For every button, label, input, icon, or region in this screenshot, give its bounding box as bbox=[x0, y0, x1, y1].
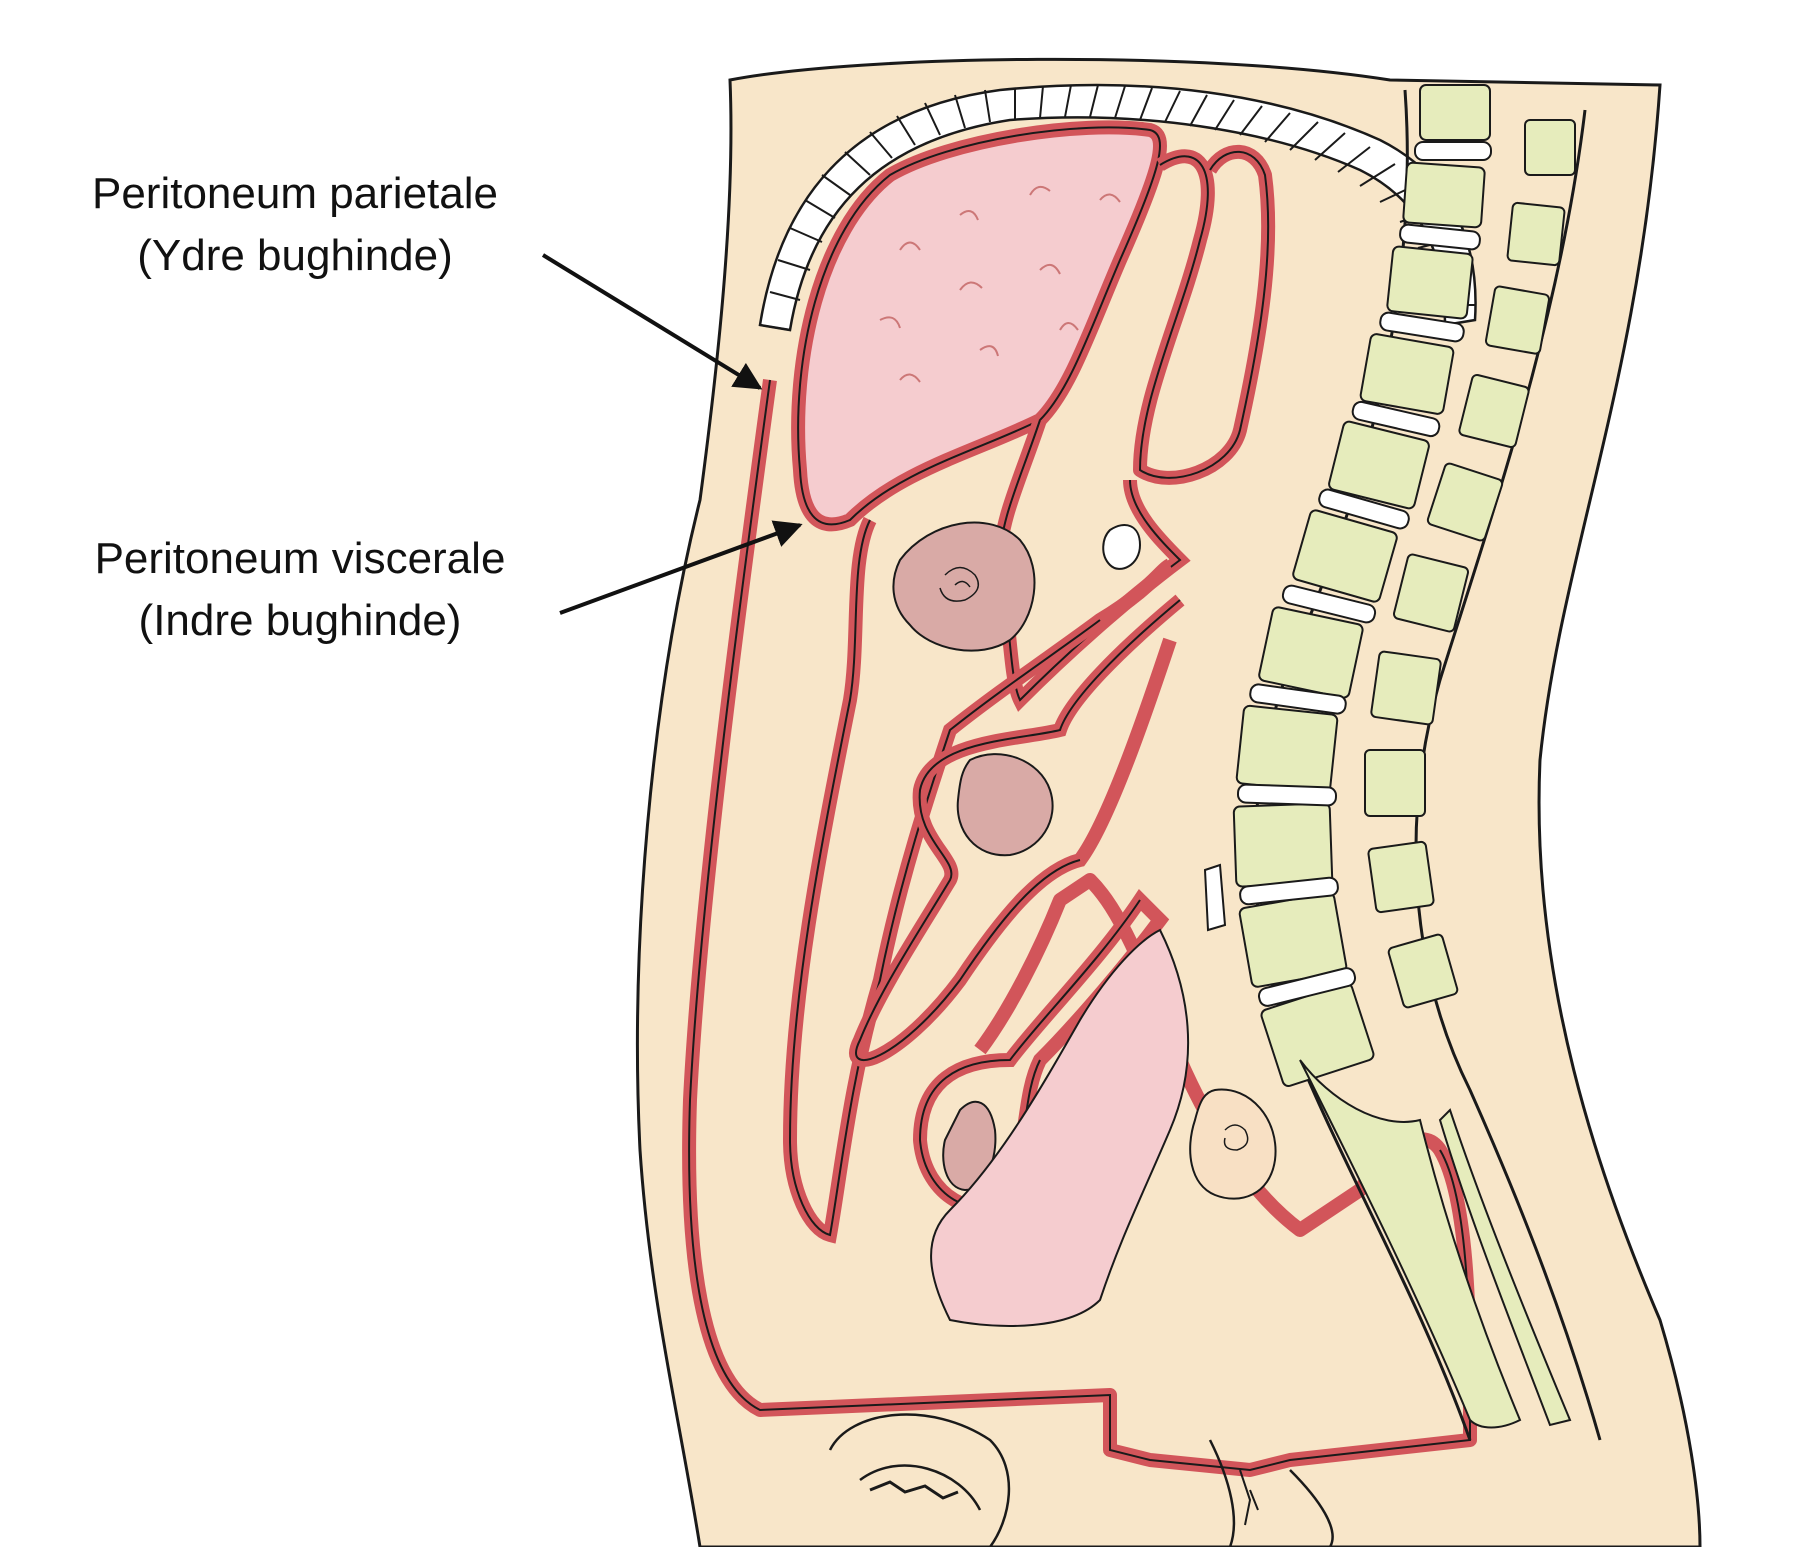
label-parietale-line1: Peritoneum parietale bbox=[91, 169, 498, 218]
viscerale-pointer-arrow bbox=[559, 520, 803, 615]
label-peritoneum-parietale: Peritoneum parietale (Ydre bughinde) bbox=[35, 163, 555, 287]
vertebral-column bbox=[1232, 84, 1602, 1441]
duodenum bbox=[1102, 524, 1142, 570]
bladder bbox=[930, 928, 1190, 1327]
pelvic-organs bbox=[828, 1413, 1334, 1547]
parietale-pointer-arrow bbox=[541, 253, 763, 390]
diaphragm bbox=[758, 83, 1477, 332]
pancreas bbox=[1189, 1088, 1277, 1200]
aorta bbox=[1203, 863, 1227, 932]
label-viscerale-line2: (Indre bughinde) bbox=[138, 596, 462, 645]
label-parietale-line2: (Ydre bughinde) bbox=[137, 231, 453, 280]
transverse-colon bbox=[892, 521, 1036, 652]
small-intestine bbox=[956, 753, 1054, 857]
label-viscerale-line1: Peritoneum viscerale bbox=[94, 534, 506, 583]
label-peritoneum-viscerale: Peritoneum viscerale (Indre bughinde) bbox=[30, 528, 570, 652]
